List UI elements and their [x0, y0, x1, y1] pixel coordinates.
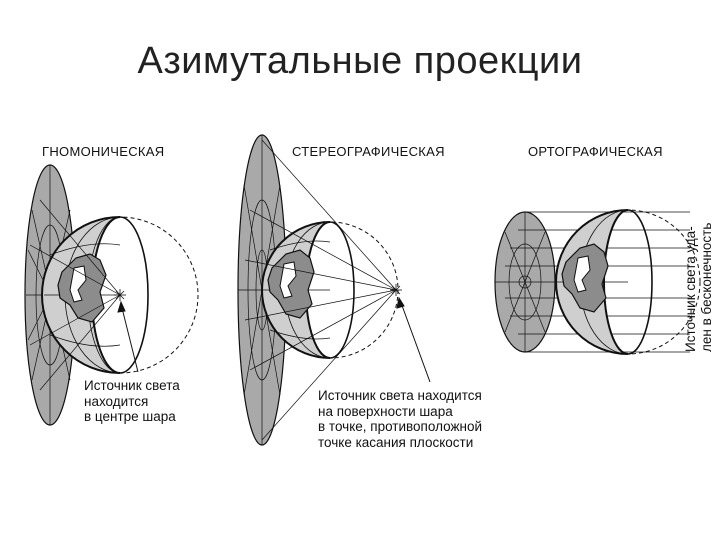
stereographic-caption-line: в точке, противоположной: [318, 419, 482, 435]
gnomonic-caption: Источник света находится в центре шара: [84, 378, 180, 425]
gnomonic-light-source: [114, 289, 126, 301]
gnomonic-caption-line: находится: [84, 394, 180, 410]
stereographic-pointer: [400, 300, 430, 382]
stereographic-caption-line: Источник света находится: [318, 388, 482, 404]
gnomonic-caption-line: Источник света: [84, 378, 180, 394]
stereographic-caption-line: точке касания плоскости: [318, 435, 482, 451]
orthographic-projection: [495, 210, 700, 354]
orthographic-caption-line: Источник света уда-: [683, 223, 699, 352]
stereographic-caption-line: на поверхности шара: [318, 404, 482, 420]
orthographic-caption-line: лен в бесконечность: [699, 223, 715, 352]
gnomonic-caption-line: в центре шара: [84, 409, 180, 425]
stereographic-caption: Источник света находится на поверхности …: [318, 388, 482, 450]
gnomonic-pointer: [121, 304, 138, 372]
orthographic-caption: Источник света уда- лен в бесконечность: [683, 223, 715, 352]
